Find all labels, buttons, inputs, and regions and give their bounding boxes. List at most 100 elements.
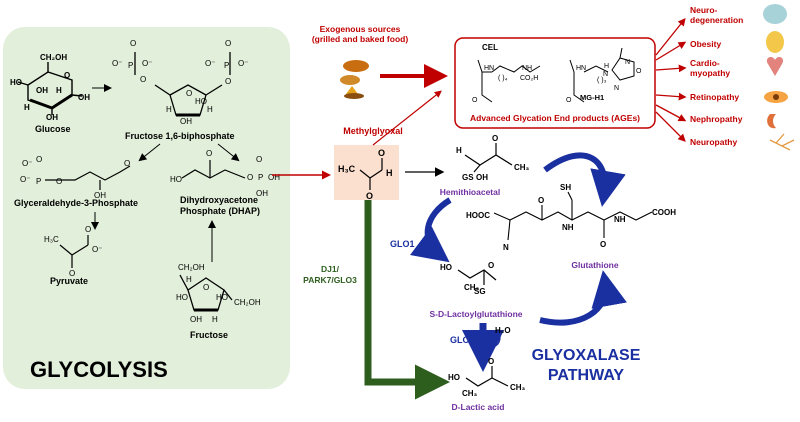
svg-text:O: O: [378, 148, 385, 158]
svg-text:OH: OH: [476, 173, 488, 182]
svg-text:O: O: [566, 97, 572, 104]
svg-text:O: O: [366, 191, 373, 201]
svg-text:O: O: [247, 173, 253, 182]
glycolysis-title: GLYCOLYSIS: [30, 357, 168, 382]
glyoxalase-pathway-title-line1: GLYOXALASE: [532, 347, 641, 364]
d-lactic-label: D-Lactic acid: [452, 402, 505, 412]
svg-text:O: O: [140, 75, 146, 84]
methylglyoxal-atoms: H₃C O O H: [338, 148, 393, 201]
svg-text:H: H: [166, 105, 172, 114]
glutathione-regeneration-arrow: [539, 270, 627, 326]
mgh1-atoms: HN ( )₃ HN N O N O: [566, 59, 642, 104]
ages-box: [454, 37, 656, 129]
fructose-structure: [179, 274, 233, 312]
fructose-atoms: CH₂OH O H HO HO CH₂OH OH H: [176, 263, 261, 324]
hemithioacetal-atoms: H O CH₃ GS OH: [456, 134, 530, 182]
glo1-label: GLO1: [390, 239, 415, 249]
glucose-structure: [17, 62, 83, 115]
g3p-structure: [45, 165, 131, 190]
neuron-icon: [769, 133, 795, 151]
kidney-icon: [767, 114, 776, 129]
svg-text:CH₂OH: CH₂OH: [234, 298, 261, 307]
svg-text:HO: HO: [10, 78, 22, 87]
pyruvate-structure: [59, 235, 89, 268]
svg-text:HO: HO: [195, 97, 207, 106]
svg-text:CH₃: CH₃: [510, 383, 526, 392]
svg-text:O: O: [636, 68, 642, 75]
svg-text:NH: NH: [614, 215, 626, 224]
mg-to-ages-arrow: [372, 90, 442, 146]
svg-text:HN: HN: [576, 65, 586, 72]
f16bp-label: Fructose 1,6-biphosphate: [125, 131, 235, 141]
disease-nephropathy: Nephropathy: [690, 114, 743, 124]
svg-text:O⁻: O⁻: [238, 59, 248, 68]
svg-text:H: H: [212, 315, 218, 324]
hemithioacetal-structure: [464, 143, 513, 173]
sdlg-structure: [457, 269, 497, 285]
svg-text:HN: HN: [484, 65, 494, 72]
glucose-label: Glucose: [35, 124, 71, 134]
methylglyoxal-box: [334, 145, 399, 200]
svg-text:O⁻: O⁻: [112, 59, 122, 68]
svg-text:SG: SG: [474, 287, 486, 296]
svg-text:O: O: [64, 71, 70, 80]
svg-text:O⁻: O⁻: [92, 245, 102, 254]
hemithioacetal-label: Hemithioacetal: [440, 187, 500, 197]
svg-text:NH: NH: [522, 65, 532, 72]
svg-text:OH: OH: [36, 86, 48, 95]
sdlg-atoms: HO CH₃ O SG: [440, 261, 494, 296]
svg-text:HO: HO: [440, 263, 452, 272]
svg-text:CH₃: CH₃: [464, 283, 480, 292]
svg-text:O: O: [186, 89, 192, 98]
svg-text:NH: NH: [562, 223, 574, 232]
dj1-label-line1: DJ1/: [321, 264, 340, 274]
cel-label: CEL: [482, 43, 498, 52]
mgh1-label: MG-H1: [580, 93, 604, 102]
glutathione-label: Glutathione: [571, 260, 618, 270]
svg-text:HO: HO: [448, 373, 460, 382]
pyruvate-atoms: H₃C O O O⁻: [44, 225, 102, 278]
water-label: H₂O: [495, 326, 511, 335]
water-entry-arrow: [485, 335, 501, 348]
svg-text:O: O: [206, 149, 212, 158]
pyruvate-label: Pyruvate: [50, 276, 88, 286]
dhap-label-line1: Dihydroxyacetone: [180, 195, 258, 205]
svg-text:COOH: COOH: [652, 208, 676, 217]
svg-text:O: O: [203, 283, 209, 292]
glutathione-to-hemithioacetal-cycle-arrow: [543, 152, 626, 207]
svg-text:CH₃: CH₃: [462, 389, 478, 398]
svg-text:OH: OH: [256, 189, 268, 198]
svg-text:( )₃: ( )₃: [597, 77, 607, 84]
svg-text:P: P: [128, 61, 133, 70]
body-fat-icon: [766, 31, 784, 53]
svg-text:O⁻: O⁻: [20, 175, 30, 184]
fructose-label: Fructose: [190, 330, 228, 340]
disease-cardiomyopathy-line2: myopathy: [690, 68, 730, 78]
svg-text:CH₂OH: CH₂OH: [40, 53, 67, 62]
svg-text:O: O: [36, 155, 42, 164]
svg-text:OH: OH: [268, 173, 280, 182]
svg-text:HO: HO: [170, 175, 182, 184]
svg-text:O⁻: O⁻: [142, 59, 152, 68]
disease-obesity: Obesity: [690, 39, 721, 49]
svg-text:H₃C: H₃C: [44, 235, 59, 244]
svg-text:N: N: [614, 85, 619, 92]
disease-neurodegeneration-line2: degeneration: [690, 15, 743, 25]
exogenous-line2: (grilled and baked food): [312, 34, 409, 44]
d-lactic-atoms: HO O CH₃ CH₃: [448, 357, 526, 398]
svg-text:HO: HO: [216, 293, 228, 302]
eye-pupil-icon: [773, 94, 779, 100]
svg-text:HOOC: HOOC: [466, 211, 490, 220]
svg-text:O: O: [56, 177, 62, 186]
d-lactic-structure: [465, 366, 509, 387]
svg-text:O: O: [256, 155, 262, 164]
grilled-food-icon: [340, 60, 369, 99]
ages-title: Advanced Glycation End products (AGEs): [470, 113, 640, 123]
svg-text:N: N: [603, 71, 608, 78]
glutathione-atoms: HOOC N O NH SH O NH COOH: [466, 183, 676, 252]
svg-text:H: H: [604, 63, 609, 70]
svg-text:O⁻: O⁻: [205, 59, 215, 68]
mgh1-structure: [569, 47, 635, 103]
